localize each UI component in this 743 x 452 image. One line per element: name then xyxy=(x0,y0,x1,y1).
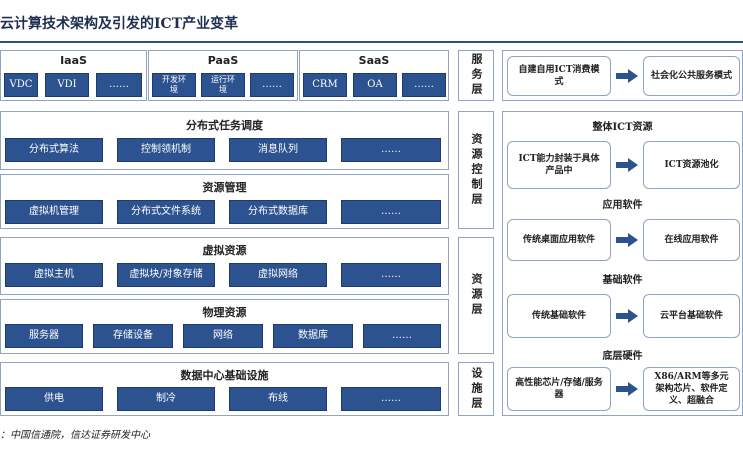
saas-item: …… xyxy=(402,73,446,97)
layer-item: 虚拟网络 xyxy=(229,263,327,287)
side-label-resource: 资源层 xyxy=(458,237,494,354)
title-rule xyxy=(0,41,743,43)
layer-item: 虚拟机管理 xyxy=(5,200,103,224)
saas-item: CRM xyxy=(303,73,347,97)
source-note: ：中国信通院，信达证券研发中心 xyxy=(0,430,150,441)
paas-item: 开发环境 xyxy=(152,73,196,97)
layer-virtual-resources: 虚拟资源 虚拟主机 虚拟块/对象存储 虚拟网络 …… xyxy=(0,237,449,295)
side-label-resource-control: 资源控制层 xyxy=(458,111,494,229)
ict-to-box: ICT资源池化 xyxy=(643,141,740,189)
layer-item: 供电 xyxy=(5,387,103,411)
layer-item: 存储设备 xyxy=(93,324,173,348)
side-label-text: 资源控制层 xyxy=(470,132,483,208)
hw-from-box: 高性能芯片/存储/服务器 xyxy=(507,367,611,411)
app-section-title: 应用软件 xyxy=(602,200,643,211)
layer-datacenter-infrastructure: 数据中心基础设施 供电 制冷 布线 …… xyxy=(0,362,449,416)
hw-to-box: X86/ARM等多元架构芯片、软件定义、超融合 xyxy=(643,367,740,411)
hw-section-title: 底层硬件 xyxy=(602,351,643,362)
layer-item: 虚拟块/对象存储 xyxy=(117,263,215,287)
saas-header: SaaS xyxy=(358,54,390,67)
saas-item: OA xyxy=(353,73,397,97)
layer-header: 物理资源 xyxy=(202,306,247,319)
side-label-text: 服务层 xyxy=(470,53,483,98)
layer-item: 服务器 xyxy=(5,324,83,348)
ict-section-title: 整体ICT资源 xyxy=(592,122,653,133)
service-from-box: 自建自用ICT消费模式 xyxy=(507,56,611,96)
layer-item: 分布式数据库 xyxy=(229,200,327,224)
layer-header: 数据中心基础设施 xyxy=(180,369,269,382)
service-to-box: 社会化公共服务模式 xyxy=(643,56,740,96)
layer-resource-management: 资源管理 虚拟机管理 分布式文件系统 分布式数据库 …… xyxy=(0,174,449,229)
ict-from-box: ICT能力封装于具体产品中 xyxy=(507,141,611,189)
layer-item: 控制领机制 xyxy=(117,138,215,162)
layer-item: …… xyxy=(341,387,441,411)
layer-item: 分布式文件系统 xyxy=(117,200,215,224)
base-to-box: 云平台基础软件 xyxy=(643,294,740,338)
layer-item: …… xyxy=(341,138,441,162)
right-arrow-icon xyxy=(616,382,638,396)
layer-item: 布线 xyxy=(229,387,327,411)
iaas-group: IaaS VDC VDI …… xyxy=(0,50,147,101)
paas-header: PaaS xyxy=(207,54,239,67)
saas-group: SaaS CRM OA …… xyxy=(299,50,449,101)
app-from-box: 传统桌面应用软件 xyxy=(507,219,611,261)
layer-item: 虚拟主机 xyxy=(5,263,103,287)
layer-item: 数据库 xyxy=(273,324,353,348)
layer-item: …… xyxy=(341,263,441,287)
base-section-title: 基础软件 xyxy=(602,275,643,286)
side-label-facility: 设施层 xyxy=(458,362,494,416)
side-label-text: 资源层 xyxy=(470,273,483,318)
paas-group: PaaS 开发环境 运行环境 …… xyxy=(148,50,298,101)
right-arrow-icon xyxy=(616,69,638,83)
right-arrow-icon xyxy=(616,233,638,247)
page-title: 云计算技术架构及引发的ICT产业变革 xyxy=(0,16,239,32)
layer-task-scheduling: 分布式任务调度 分布式算法 控制领机制 消息队列 …… xyxy=(0,111,449,170)
layer-header: 分布式任务调度 xyxy=(186,119,263,132)
right-arrow-icon xyxy=(616,309,638,323)
paas-item: 运行环境 xyxy=(201,73,245,97)
layer-item: 制冷 xyxy=(117,387,215,411)
layer-item: 分布式算法 xyxy=(5,138,103,162)
ict-transform-panel: 整体ICT资源 ICT能力封装于具体产品中 ICT资源池化 应用软件 传统桌面应… xyxy=(502,111,743,416)
iaas-header: IaaS xyxy=(60,54,87,67)
layer-item: …… xyxy=(363,324,441,348)
base-from-box: 传统基础软件 xyxy=(507,294,611,338)
side-label-service: 服务层 xyxy=(458,50,494,101)
layer-item: 网络 xyxy=(183,324,263,348)
layer-item: …… xyxy=(341,200,441,224)
layer-item: 消息队列 xyxy=(229,138,327,162)
layer-header: 虚拟资源 xyxy=(202,244,247,257)
iaas-item: …… xyxy=(96,73,142,97)
iaas-item: VDI xyxy=(45,73,89,97)
layer-header: 资源管理 xyxy=(202,181,247,194)
iaas-item: VDC xyxy=(4,73,38,97)
right-arrow-icon xyxy=(616,158,638,172)
side-label-text: 设施层 xyxy=(470,366,483,412)
paas-item: …… xyxy=(250,73,294,97)
service-transform-panel: 自建自用ICT消费模式 社会化公共服务模式 xyxy=(502,50,743,101)
app-to-box: 在线应用软件 xyxy=(643,219,740,261)
layer-physical-resources: 物理资源 服务器 存储设备 网络 数据库 …… xyxy=(0,299,449,354)
